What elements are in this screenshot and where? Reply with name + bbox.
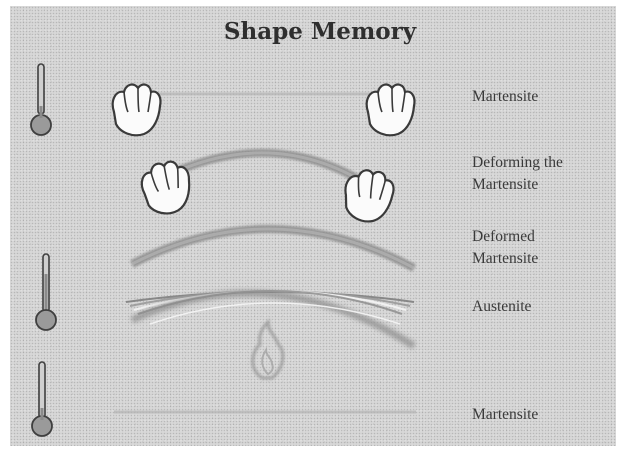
flame-icon <box>253 322 283 378</box>
thermometer-icon-cold-1 <box>31 64 51 135</box>
label-deformed-line2: Martensite <box>472 248 538 269</box>
label-deforming-line2: Martensite <box>472 174 538 195</box>
hand-icon-right-1 <box>367 85 415 136</box>
label-martensite-initial: Martensite <box>472 86 538 107</box>
label-deformed-line1: Deformed <box>472 226 535 247</box>
austenite-recovery-curves <box>120 291 414 346</box>
thermometer-icon-cold-2 <box>32 362 52 436</box>
label-austenite: Austenite <box>472 296 531 317</box>
hand-icon-left-1 <box>113 85 161 136</box>
thermometer-icon-warm <box>36 254 56 330</box>
bending-martensite-wire <box>162 153 370 186</box>
label-martensite-final: Martensite <box>472 404 538 425</box>
illustration-panel: Shape Memory Martensite Deforming the Ma… <box>10 6 616 446</box>
label-deforming-line1: Deforming the <box>472 152 563 173</box>
deformed-martensite-arc <box>132 229 414 268</box>
diagram-title: Shape Memory <box>200 18 440 45</box>
